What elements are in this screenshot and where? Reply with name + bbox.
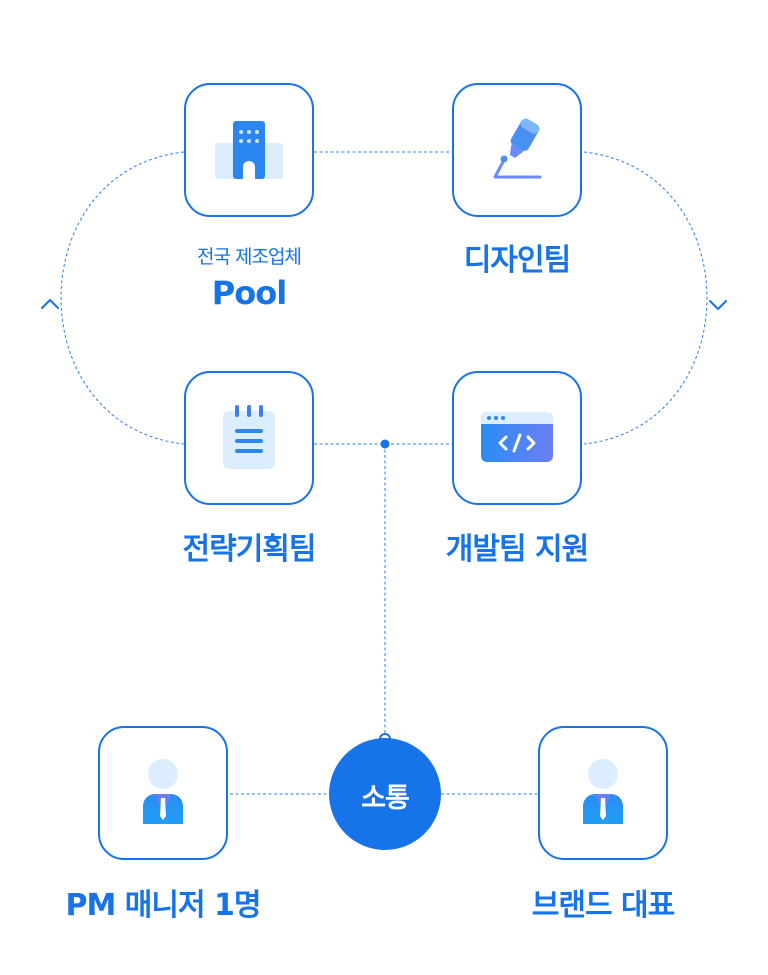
building-icon bbox=[209, 115, 289, 185]
junction-dot bbox=[380, 439, 390, 449]
pool-label: Pool bbox=[211, 274, 287, 312]
arrow-down-icon bbox=[709, 300, 727, 310]
design-team-node bbox=[452, 83, 582, 217]
strategy-team-label: 전략기획팀 bbox=[182, 532, 317, 567]
strategy-team-node bbox=[184, 371, 314, 505]
person-icon bbox=[138, 758, 188, 828]
pm-manager-node bbox=[98, 726, 228, 860]
pool-node bbox=[184, 83, 314, 217]
dev-support-node bbox=[452, 371, 582, 505]
loop-right-arc bbox=[583, 151, 708, 445]
code-window-icon bbox=[479, 410, 555, 466]
brand-owner-node bbox=[538, 726, 668, 860]
brand-owner-label: 브랜드 대표 bbox=[531, 888, 675, 923]
communication-hub: 소통 bbox=[329, 738, 441, 850]
person-icon bbox=[578, 758, 628, 828]
notepad-icon bbox=[219, 403, 279, 473]
pen-icon bbox=[482, 115, 552, 185]
pool-subtitle: 전국 제조업체 bbox=[197, 246, 302, 268]
dev-support-label: 개발팀 지원 bbox=[445, 532, 589, 567]
arrow-up-icon bbox=[41, 299, 59, 309]
hub-label: 소통 bbox=[361, 783, 410, 814]
loop-left-arc bbox=[60, 151, 185, 445]
design-team-label: 디자인팀 bbox=[463, 243, 571, 278]
pm-manager-label: PM 매니저 1명 bbox=[65, 888, 261, 923]
